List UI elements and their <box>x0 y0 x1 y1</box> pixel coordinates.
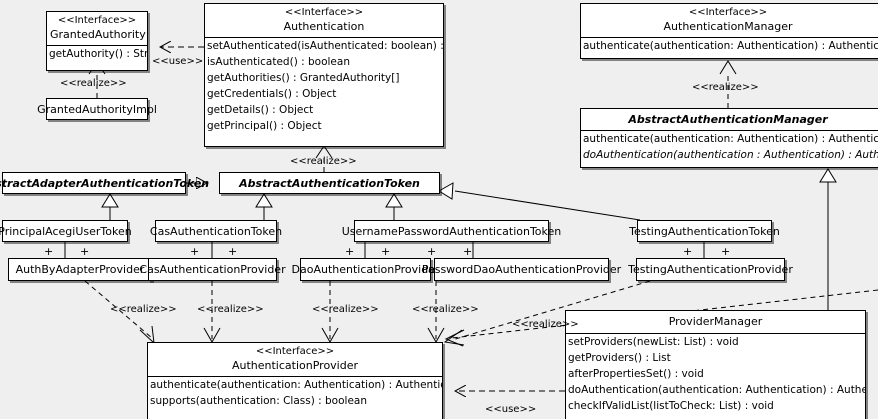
class-name: PrincipalAcegiUserToken <box>0 224 132 238</box>
class-header: <<Interface>> GrantedAuthority <box>47 12 147 45</box>
compartment-divider <box>581 130 878 131</box>
realize-providermanager-authenticationmanager <box>819 168 837 310</box>
class-name: DaoAuthenticationProvider <box>291 263 440 276</box>
operation: setAuthenticated(isAuthenticated: boolea… <box>207 40 443 52</box>
class-name: GrantedAuthorityImpl <box>37 102 157 116</box>
operations-compartment: setProviders(newList: List) : void getPr… <box>566 334 865 414</box>
multiplicity-plus: + <box>80 245 90 258</box>
class-name: TestingAuthenticationToken <box>629 224 780 238</box>
generalize-casauthenticationtoken <box>255 193 273 220</box>
operation: authenticate(authentication: Authenticat… <box>583 40 878 52</box>
operation: doAuthentication(authentication: Authent… <box>568 384 865 396</box>
class-name: GrantedAuthority <box>50 28 146 41</box>
class-header: ProviderManager <box>566 311 865 333</box>
class-name: CasAuthenticationToken <box>149 224 283 238</box>
class-granted-authority-impl[interactable]: GrantedAuthorityImpl <box>37 98 157 120</box>
compartment-divider <box>47 45 147 46</box>
operations-compartment: authenticate(authentication: Authenticat… <box>581 38 878 54</box>
class-name: AbstractAuthenticationToken <box>239 176 420 190</box>
class-principal-acegi-user-token[interactable]: PrincipalAcegiUserToken <box>0 220 132 242</box>
multiplicity-plus: + <box>190 245 200 258</box>
class-testing-authentication-provider[interactable]: TestingAuthenticationProvider <box>628 258 793 281</box>
compartment-divider <box>205 37 443 38</box>
label-use-authentication-grantedauthority: <<use>> <box>152 56 204 67</box>
class-abstract-authentication-token[interactable]: AbstractAuthenticationToken <box>219 172 440 194</box>
class-name: AuthenticationProvider <box>231 359 359 372</box>
label-realize-abstractauthenticationmanager: <<realize>> <box>692 82 759 93</box>
multiplicity-plus: + <box>463 245 473 258</box>
class-name: AbstractAuthenticationManager <box>628 113 828 126</box>
class-name: UsernamePasswordAuthenticationToken <box>341 224 562 238</box>
multiplicity-plus: + <box>381 245 391 258</box>
class-header: <<Interface>> AuthenticationManager <box>581 4 878 37</box>
class-authentication[interactable]: <<Interface>> Authentication setAuthenti… <box>204 3 444 147</box>
label-realize-providermanager: <<realize>> <box>512 319 579 330</box>
class-username-password-authentication-token[interactable]: UsernamePasswordAuthenticationToken <box>342 220 561 242</box>
operation: getPrincipal() : Object <box>207 120 322 132</box>
class-dao-authentication-provider[interactable]: DaoAuthenticationProvider <box>292 258 440 281</box>
class-name: AuthByAdapterProvider <box>15 263 145 276</box>
class-auth-by-adapter-provider[interactable]: AuthByAdapterProvider <box>8 258 152 281</box>
class-cas-authentication-token[interactable]: CasAuthenticationToken <box>150 220 282 242</box>
stereotype-label: <<Interface>> <box>255 346 335 357</box>
operation: doAuthentication(authentication : Authen… <box>583 149 878 161</box>
class-cas-authentication-provider[interactable]: CasAuthenticationProvider <box>139 258 286 281</box>
operation: getAuthority() : String <box>49 48 147 60</box>
multiplicity-plus: + <box>721 245 731 258</box>
operation: afterPropertiesSet() : void <box>568 368 704 380</box>
operations-compartment: setAuthenticated(isAuthenticated: boolea… <box>205 38 443 134</box>
label-realize-abstractauthenticationtoken: <<realize>> <box>290 156 357 167</box>
label-use-providermanager: <<use>> <box>485 404 537 415</box>
label-realize-authbyadapterprovider: <<realize>> <box>110 304 177 315</box>
class-authentication-manager[interactable]: <<Interface>> AuthenticationManager auth… <box>580 3 878 59</box>
class-granted-authority[interactable]: <<Interface>> GrantedAuthority getAuthor… <box>46 11 148 71</box>
operation: supports(authentication: Class) : boolea… <box>150 395 367 407</box>
class-header: AbstractAuthenticationManager <box>581 109 878 130</box>
stereotype-label: <<Interface>> <box>284 7 364 18</box>
multiplicity-plus: + <box>44 245 54 258</box>
operation: authenticate(authentication: Authenticat… <box>583 133 878 145</box>
operations-compartment: authenticate(authentication: Authenticat… <box>148 377 442 409</box>
multiplicity-plus: + <box>228 245 238 258</box>
multiplicity-plus: + <box>427 245 437 258</box>
class-header: <<Interface>> AuthenticationProvider <box>148 343 442 376</box>
compartment-divider <box>581 37 878 38</box>
class-provider-manager[interactable]: ProviderManager setProviders(newList: Li… <box>565 310 866 419</box>
operation: getCredentials() : Object <box>207 88 337 100</box>
class-testing-authentication-token[interactable]: TestingAuthenticationToken <box>629 220 780 242</box>
label-realize-grantedauthorityimpl: <<realize>> <box>60 78 127 89</box>
class-header: <<Interface>> Authentication <box>205 4 443 37</box>
generalize-testingauthenticationtoken <box>438 182 641 221</box>
operations-compartment: getAuthority() : String <box>47 46 147 62</box>
class-name: CasAuthenticationProvider <box>139 263 286 276</box>
class-name: Authentication <box>283 20 365 33</box>
class-abstract-authentication-manager[interactable]: AbstractAuthenticationManager authentica… <box>580 108 878 168</box>
label-realize-casauthenticationprovider: <<realize>> <box>197 304 264 315</box>
operation: getProviders() : List <box>568 352 671 364</box>
class-name: AuthenticationManager <box>663 20 793 33</box>
operation: getDetails() : Object <box>207 104 314 116</box>
operations-compartment: authenticate(authentication: Authenticat… <box>581 131 878 163</box>
operation: setProviders(newList: List) : void <box>568 336 739 348</box>
stereotype-label: <<Interface>> <box>688 7 768 18</box>
class-password-dao-authentication-provider[interactable]: PasswordDaoAuthenticationProvider <box>422 258 621 281</box>
multiplicity-plus: + <box>345 245 355 258</box>
generalize-principalacegiusertoken <box>101 193 119 220</box>
operation: getAuthorities() : GrantedAuthority[] <box>207 72 400 84</box>
stereotype-label: <<Interface>> <box>57 15 137 26</box>
class-authentication-provider[interactable]: <<Interface>> AuthenticationProvider aut… <box>147 342 443 419</box>
multiplicity-plus: + <box>683 245 693 258</box>
label-realize-passworddaoauthenticationprovider: <<realize>> <box>412 304 479 315</box>
class-name: PasswordDaoAuthenticationProvider <box>421 263 622 276</box>
class-name: ProviderManager <box>668 315 763 328</box>
compartment-divider <box>148 376 442 377</box>
class-name: AbstractAdapterAuthenticationToken <box>0 176 210 190</box>
label-realize-daoauthenticationprovider: <<realize>> <box>312 304 379 315</box>
operation: checkIfValidList(listToCheck: List) : vo… <box>568 400 774 412</box>
operation: authenticate(authentication: Authenticat… <box>150 379 442 391</box>
class-name: TestingAuthenticationProvider <box>628 263 793 276</box>
class-abstract-adapter-authentication-token[interactable]: AbstractAdapterAuthenticationToken <box>0 172 209 194</box>
generalize-usernamepasswordtoken <box>385 193 403 220</box>
operation: isAuthenticated() : boolean <box>207 56 350 68</box>
